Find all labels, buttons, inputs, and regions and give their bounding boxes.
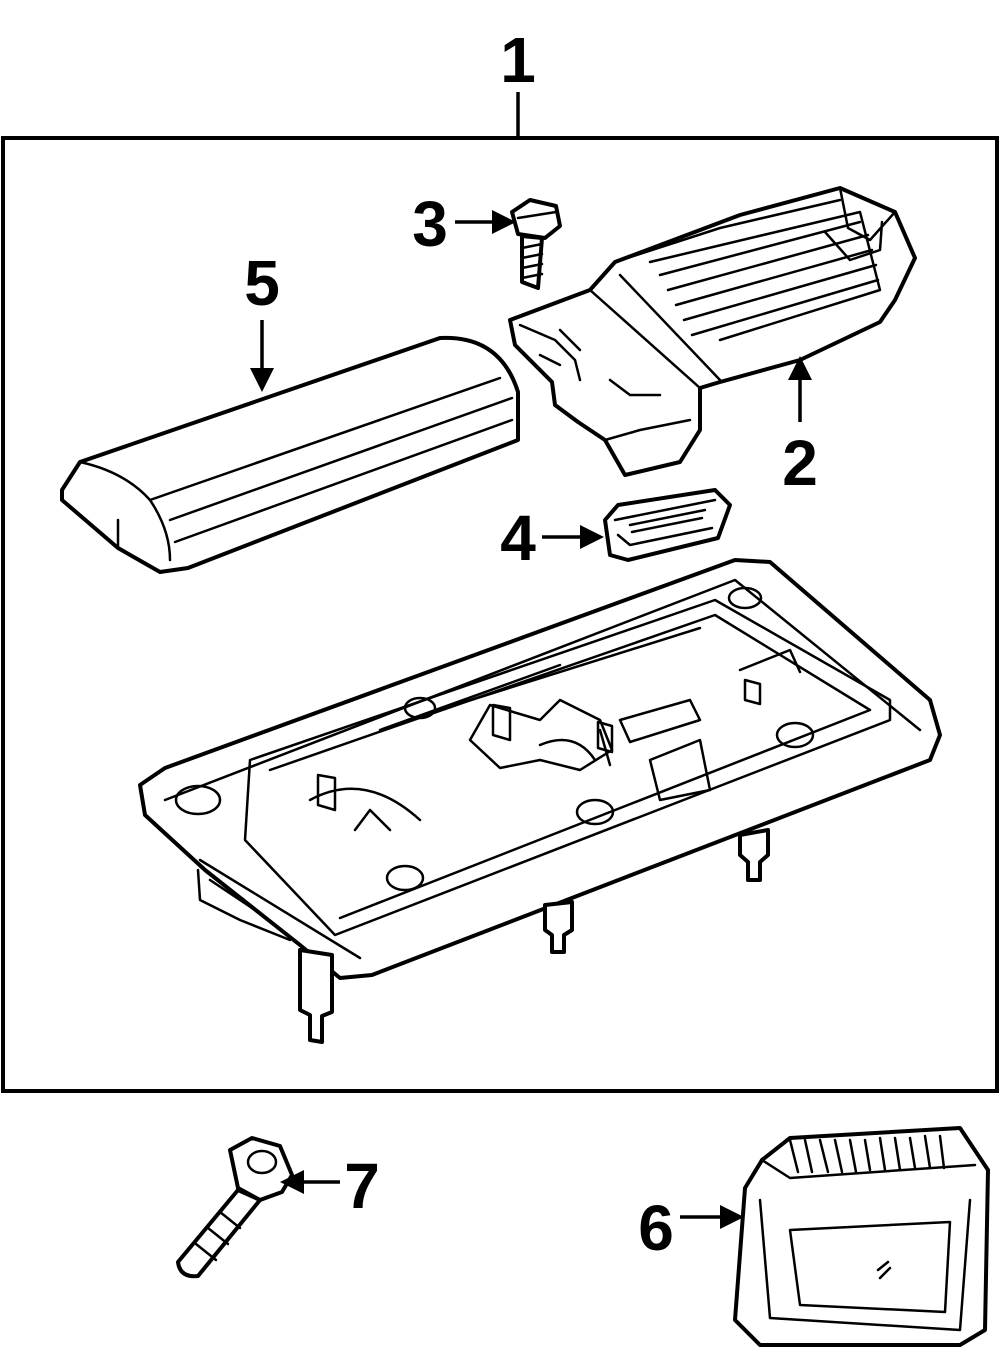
callout-7[interactable]: 7	[344, 1150, 380, 1222]
arrowhead-7	[280, 1170, 304, 1194]
assembly-frame	[1, 136, 999, 1093]
part-6-bulb-module[interactable]	[733, 1126, 990, 1347]
part-4-bulb[interactable]	[603, 488, 732, 562]
part-3-screw[interactable]	[510, 198, 562, 290]
arrowhead-2	[788, 356, 812, 380]
part-5-lens-cover[interactable]	[60, 335, 520, 574]
arrowhead-4	[580, 525, 604, 549]
arrowhead-3	[492, 210, 516, 234]
part-7-screw[interactable]	[176, 1136, 294, 1279]
callout-6[interactable]: 6	[638, 1192, 674, 1264]
callout-2[interactable]: 2	[782, 427, 818, 499]
callout-5[interactable]: 5	[244, 247, 280, 319]
callout-3[interactable]: 3	[412, 188, 448, 260]
callout-1[interactable]: 1	[500, 24, 536, 96]
arrowhead-6	[720, 1205, 744, 1229]
part-2-socket-housing[interactable]	[508, 186, 917, 477]
callout-4[interactable]: 4	[500, 502, 536, 574]
arrowhead-5	[250, 368, 274, 392]
base-housing[interactable]	[138, 558, 942, 1044]
